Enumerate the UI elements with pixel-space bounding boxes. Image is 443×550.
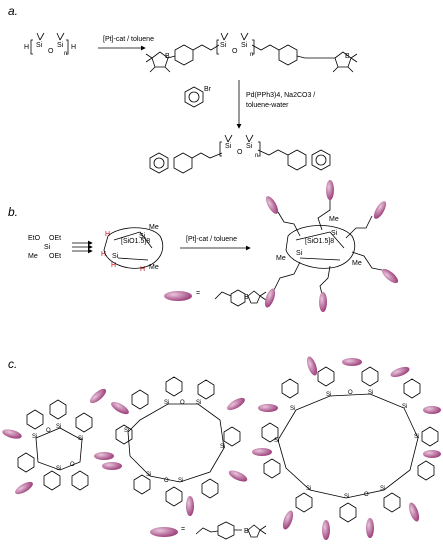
si-atom-func-b: Si xyxy=(296,250,303,257)
o-atom-c1-b: O xyxy=(70,462,75,468)
b-atom-left: B xyxy=(165,53,170,60)
phenyls-ring-3 xyxy=(261,366,439,523)
reagent-pt-cat-a: [Pt]-cat / toluene xyxy=(103,36,154,43)
br-atom: Br xyxy=(204,86,211,93)
h-atom-cube-1: H xyxy=(105,231,111,238)
o-atom-c2-a: O xyxy=(180,400,185,406)
si-atom-c2-c: Si xyxy=(124,428,130,434)
me-group-func-1: Me xyxy=(329,216,339,223)
me-group-func-3: Me xyxy=(352,260,362,267)
legend-equals-c: = xyxy=(181,526,186,533)
b-atom-legend-c: B xyxy=(244,528,249,535)
si-atom-1: Si xyxy=(36,42,43,49)
panel-c-ellipses xyxy=(2,356,441,540)
reagent-pd-line2: toluene-water xyxy=(246,102,289,109)
si-atom-c3-i: Si xyxy=(380,486,386,492)
si-atom-p2a: Si xyxy=(225,143,232,150)
oet-group-2: OEt xyxy=(49,253,62,260)
si-atom-c1-c: Si xyxy=(78,436,84,442)
panel-c-structures xyxy=(17,366,439,540)
si-atom-2: Si xyxy=(57,42,64,49)
panel-b-label: b. xyxy=(8,205,19,219)
panel-c-label: c. xyxy=(8,357,18,371)
si-atom-c3-h: Si xyxy=(344,494,350,500)
me-group-cube-1: Me xyxy=(149,224,159,231)
si-atom-cube-b: Si xyxy=(112,253,119,260)
reagent-pt-cat-b: [Pt]-cat / toluene xyxy=(186,236,237,243)
si-atom-c2-d: Si xyxy=(220,444,226,450)
o-atom-1: O xyxy=(48,48,54,55)
si-atom-c3-a: Si xyxy=(326,392,332,398)
si-atom-c2-b: Si xyxy=(196,400,202,406)
si-atom-c3-e: Si xyxy=(274,438,280,444)
phenyls-ring-2 xyxy=(115,376,241,507)
me-group-func-2: Me xyxy=(276,255,286,262)
cube-core-label-1: [SiO1.5]8 xyxy=(121,238,151,245)
si-atom-p2b: Si xyxy=(246,143,253,150)
phenyls-ring-1 xyxy=(17,399,93,491)
si-atom-c2-f: Si xyxy=(178,478,184,484)
si-atom-cube-a: Si xyxy=(139,233,146,240)
si-atom-c3-g: Si xyxy=(306,486,312,492)
h-atom-left: H xyxy=(24,44,30,51)
panel-a-label: a. xyxy=(8,4,19,18)
si-atom-c3-f: Si xyxy=(414,434,420,440)
panel-b-structures xyxy=(72,198,383,307)
cube-core-label-2: [SiO1.5]8 xyxy=(305,238,335,245)
b-atom-right: B xyxy=(345,53,350,60)
reagent-pd-line1: Pd(PPh3)4, Na2CO3 / xyxy=(246,92,316,99)
n-subscript-2: n xyxy=(250,52,254,58)
o-atom-p2: O xyxy=(237,149,243,156)
benzene-p1-left xyxy=(174,44,194,66)
oet-group-1: OEt xyxy=(49,235,62,242)
b-atom-legend-b: B xyxy=(244,294,249,301)
poss-cube-functional xyxy=(273,198,383,295)
si-atom-c1-d: Si xyxy=(56,466,62,472)
biphenyl-right xyxy=(287,149,331,171)
o-atom-c2-b: O xyxy=(164,478,169,484)
si-atom-func-a: Si xyxy=(331,230,338,237)
si-atom-c3-b: Si xyxy=(368,390,374,396)
eto-group: EtO xyxy=(28,235,41,242)
o-atom-c3-a: O xyxy=(348,390,353,396)
pinacolborane-left xyxy=(145,51,171,73)
si-atom-c2-a: Si xyxy=(164,400,170,406)
legend-equals-b: = xyxy=(196,290,201,297)
si-atom-silane: Si xyxy=(44,244,51,251)
pinacolborane-right xyxy=(332,51,358,73)
h-atom-cube-2: H xyxy=(101,251,107,258)
si-atom-p1b: Si xyxy=(241,42,248,49)
panel-a-structures xyxy=(30,32,358,174)
bromobenzene xyxy=(184,86,204,108)
benzene-p1-right xyxy=(278,44,298,66)
h-atom-cube-4: H xyxy=(140,266,146,273)
cyclosiloxane-medium xyxy=(115,376,241,507)
si-atom-c3-d: Si xyxy=(402,404,408,410)
n-subscript-3: n xyxy=(255,153,259,159)
si-atom-p1a: Si xyxy=(220,42,227,49)
si-atom-c1-a: Si xyxy=(56,424,62,430)
me-group-cube-2: Me xyxy=(149,264,159,271)
n-subscript-1: n xyxy=(64,51,68,57)
cyclosiloxane-large xyxy=(261,366,439,523)
h-atom-right: H xyxy=(71,44,77,51)
o-atom-p1: O xyxy=(232,48,238,55)
panel-b-ellipses xyxy=(164,180,399,312)
si-atom-c2-e: Si xyxy=(146,472,152,478)
biphenyl-left xyxy=(149,152,193,174)
si-atom-c3-c: Si xyxy=(290,406,296,412)
o-atom-c1-a: O xyxy=(46,428,51,434)
si-atom-c1-b: Si xyxy=(32,434,38,440)
o-atom-c3-b: O xyxy=(364,492,369,498)
poss-cube-hydride xyxy=(103,227,164,269)
me-group-silane: Me xyxy=(28,253,38,260)
h-atom-cube-3: H xyxy=(111,262,117,269)
cyclosiloxane-small xyxy=(17,399,93,491)
